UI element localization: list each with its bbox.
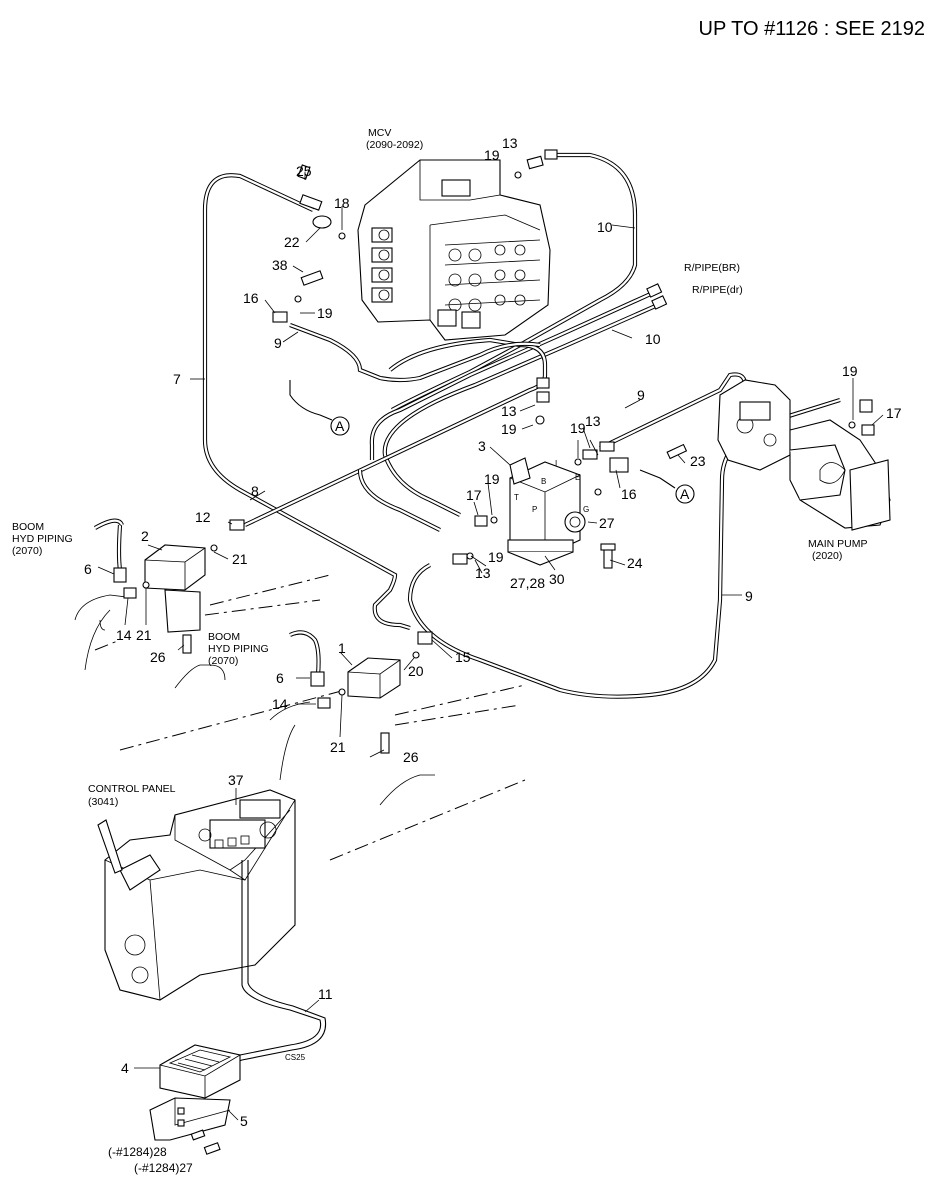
callout-10-mid: 10 — [645, 331, 661, 347]
callout-22: 22 — [284, 234, 300, 250]
callout-19-pump: 19 — [842, 363, 858, 379]
callout-28-pedal: (-#1284)28 — [108, 1145, 167, 1159]
boom-hyd-2-line1: BOOM — [208, 631, 240, 643]
callout-19-top: 19 — [484, 147, 500, 163]
callout-4: 4 — [121, 1060, 129, 1076]
port-b-label: B — [541, 477, 546, 486]
callout-11: 11 — [318, 986, 333, 1002]
port-g-label: G — [583, 505, 589, 514]
marker-a-left-label: A — [335, 418, 345, 434]
boom-valve-2 — [93, 518, 206, 633]
callout-2: 2 — [141, 528, 149, 544]
callout-6-left: 6 — [84, 561, 92, 577]
callout-27-pedal: (-#1284)27 — [134, 1161, 193, 1175]
page-title: UP TO #1126 : SEE 2192 — [698, 18, 925, 40]
boom-hyd-1-ref: (2070) — [12, 545, 42, 557]
callout-17-valve: 17 — [466, 487, 482, 503]
callout-27-valve: 27 — [599, 515, 615, 531]
mcv-label: MCV — [368, 127, 391, 139]
callout-16-left: 16 — [243, 290, 259, 306]
callout-24: 24 — [627, 555, 643, 571]
callout-19-mcv: 19 — [317, 305, 333, 321]
boom-hyd-2-line2: HYD PIPING — [208, 643, 269, 655]
callout-10-top: 10 — [597, 219, 613, 235]
foot-pedal — [149, 1044, 241, 1141]
callout-25: 25 — [296, 163, 312, 179]
boom-valve-1 — [289, 630, 401, 699]
boom-hyd-2-ref: (2070) — [208, 655, 238, 667]
control-panel-ref: (3041) — [88, 796, 118, 808]
callout-5: 5 — [240, 1113, 248, 1129]
callout-30: 30 — [549, 571, 565, 587]
rpipe-br-label: R/PIPE(BR) — [684, 262, 740, 274]
callout-19-valve-right: 19 — [570, 420, 586, 436]
main-pump — [717, 379, 891, 531]
callout-17-pump: 17 — [886, 405, 902, 421]
fittings — [123, 149, 875, 1155]
marker-a-right — [675, 484, 695, 504]
callout-3: 3 — [478, 438, 486, 454]
port-t-label: T — [514, 493, 519, 502]
callout-38: 38 — [272, 257, 288, 273]
callout-19-center: 19 — [501, 421, 517, 437]
callout-8: 8 — [251, 483, 259, 499]
callout-1: 1 — [338, 640, 346, 656]
control-panel-console — [97, 789, 296, 1001]
callout-37: 37 — [228, 772, 244, 788]
callout-19-lower: 19 — [488, 549, 504, 565]
connector-label: CS25 — [285, 1053, 306, 1062]
directional-valve-block — [507, 457, 586, 566]
callout-12: 12 — [195, 509, 211, 525]
callout-19-valve-left: 19 — [484, 471, 500, 487]
leader-lines — [97, 172, 884, 1121]
marker-a-left — [330, 416, 350, 436]
boom-hyd-1-line1: BOOM — [12, 521, 44, 533]
callout-7: 7 — [173, 371, 181, 387]
main-pump-label: MAIN PUMP — [808, 538, 868, 550]
callout-13-center: 13 — [501, 403, 517, 419]
callout-9-upper: 9 — [274, 335, 282, 351]
callout-9-pump: 9 — [745, 588, 753, 604]
callout-21-top: 21 — [232, 551, 248, 567]
callout-14-center: 14 — [272, 696, 288, 712]
port-i-label: I — [555, 459, 557, 468]
callout-13-valve-right: 13 — [585, 413, 601, 429]
port-e-label: E — [575, 473, 580, 482]
callout-21-center: 21 — [330, 739, 346, 755]
callout-27-28: 27,28 — [510, 575, 545, 591]
callout-18: 18 — [334, 195, 350, 211]
mcv-valve-body — [357, 159, 551, 341]
port-p-label: P — [532, 505, 537, 514]
callout-16-right: 16 — [621, 486, 637, 502]
main-pump-ref: (2020) — [812, 550, 842, 562]
callout-21-left: 21 — [136, 627, 152, 643]
control-panel-label: CONTROL PANEL — [88, 783, 176, 795]
rpipe-dr-label: R/PIPE(dr) — [692, 284, 743, 296]
callout-26-center: 26 — [403, 749, 419, 765]
callout-20: 20 — [408, 663, 424, 679]
marker-a-right-label: A — [680, 486, 690, 502]
callout-6-center: 6 — [276, 670, 284, 686]
callout-13-top: 13 — [502, 135, 518, 151]
callout-9-right: 9 — [637, 387, 645, 403]
callout-23: 23 — [690, 453, 706, 469]
callout-15: 15 — [455, 649, 471, 665]
callout-13-lower: 13 — [475, 565, 491, 581]
callout-26-left: 26 — [150, 649, 166, 665]
callout-14-left: 14 — [116, 627, 132, 643]
mcv-ref: (2090-2092) — [366, 139, 423, 151]
boom-hyd-1-line2: HYD PIPING — [12, 533, 73, 545]
